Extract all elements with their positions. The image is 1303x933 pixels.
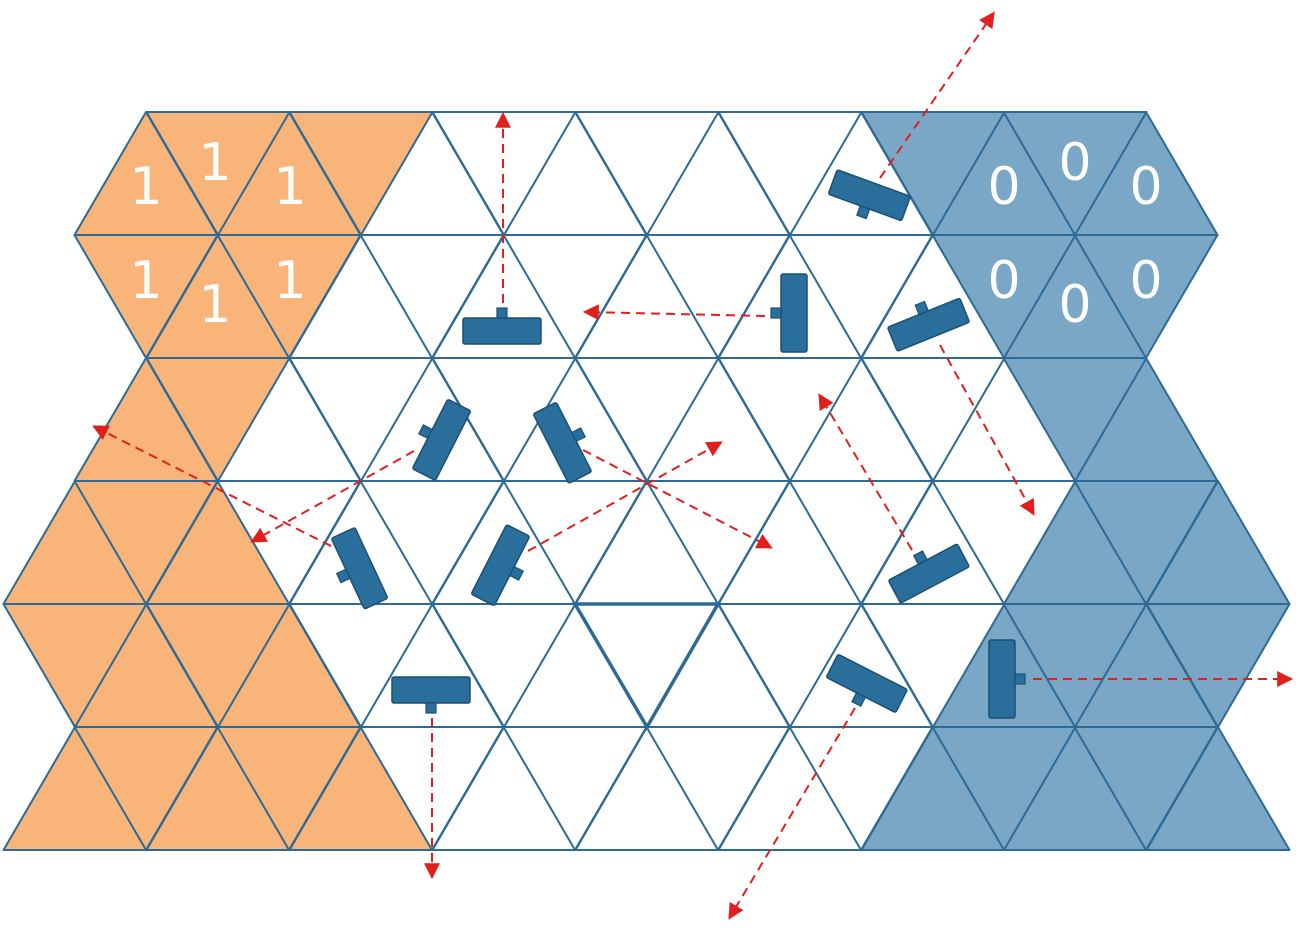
orange-digit-2: 1 xyxy=(198,133,231,193)
robot-sensor-nub xyxy=(335,568,351,584)
grid-triangle-92 xyxy=(645,726,791,851)
grid-triangle-24 xyxy=(359,234,505,359)
robot-sensor-icon-9 xyxy=(888,543,970,604)
grid-triangle-73 xyxy=(431,603,577,728)
grid-triangle-93 xyxy=(788,726,934,851)
sensor-beams xyxy=(92,11,1294,920)
highlighted-triangle xyxy=(571,602,722,731)
grid-triangle-61 xyxy=(1073,480,1219,605)
robot-sensor-nub xyxy=(508,565,525,581)
robot-sensor-icon-3 xyxy=(828,169,911,221)
grid-triangle-77 xyxy=(1002,603,1148,728)
sensor-beam-8 xyxy=(582,449,773,549)
orange-digit-4: 1 xyxy=(129,251,162,311)
robot-sensor-nub xyxy=(914,300,930,316)
robot-sensor-icon-7 xyxy=(331,527,388,610)
grid-triangle-72 xyxy=(288,603,434,728)
orange-digit-3: 1 xyxy=(273,157,306,217)
robot-sensor-icon-6 xyxy=(533,402,592,484)
robot-sensor-nub xyxy=(570,427,587,443)
blue-digit-4: 0 xyxy=(987,251,1020,311)
grid-triangle-39 xyxy=(288,357,434,482)
sensor-beam-5 xyxy=(250,450,415,543)
grid-triangle-14 xyxy=(1002,111,1148,236)
grid-triangle-22 xyxy=(73,234,219,359)
sensor-beam-3 xyxy=(879,11,995,179)
orange-digit-5: 1 xyxy=(198,275,231,335)
grid-triangle-43 xyxy=(860,357,1006,482)
grid-triangle-78 xyxy=(1145,603,1291,728)
grid-triangle-27 xyxy=(788,234,934,359)
grid-triangle-9 xyxy=(288,111,434,236)
robot-body xyxy=(988,639,1016,719)
robot-sensors xyxy=(331,169,1026,719)
grid-triangle-38 xyxy=(145,357,291,482)
robot-sensor-nub xyxy=(856,204,871,220)
grid-triangle-12 xyxy=(717,111,863,236)
grid-triangle-71 xyxy=(145,603,291,728)
grid-triangle-56 xyxy=(359,480,505,605)
region-fills xyxy=(2,111,1291,851)
grid-triangle-91 xyxy=(502,726,648,851)
grid-triangle-41 xyxy=(574,357,720,482)
robot-body xyxy=(780,273,808,353)
grid-triangle-89 xyxy=(216,726,362,851)
grid-triangle-28 xyxy=(931,234,1077,359)
robot-sensor-nub xyxy=(425,702,437,714)
blue-digit-5: 0 xyxy=(1058,275,1091,335)
grid-triangle-26 xyxy=(645,234,791,359)
orange-digit-1: 1 xyxy=(129,157,162,217)
robot-sensor-icon-10 xyxy=(391,676,471,714)
grid-triangle-76 xyxy=(860,603,1006,728)
grid-triangle-11 xyxy=(574,111,720,236)
region-digit-labels: 1 1 1 1 1 1 0 0 0 0 0 0 xyxy=(129,133,1162,335)
grid-triangle-23 xyxy=(216,234,362,359)
robot-sensor-icon-8 xyxy=(471,524,530,606)
robot-sensor-nub xyxy=(851,691,867,708)
robot-body xyxy=(391,676,471,704)
grid-triangle-94 xyxy=(931,726,1077,851)
grid-triangle-58 xyxy=(645,480,791,605)
robot-sensor-nub xyxy=(912,550,929,566)
blue-digit-1: 0 xyxy=(987,157,1020,217)
blue-digit-2: 0 xyxy=(1058,133,1091,193)
grid-triangle-70 xyxy=(2,603,148,728)
sensor-beam-11 xyxy=(728,707,856,920)
sensor-beam-4 xyxy=(939,344,1035,516)
triangle-grid-lines xyxy=(571,602,722,731)
grid-triangle-95 xyxy=(1073,726,1219,851)
blue-digit-3: 0 xyxy=(1129,157,1162,217)
grid-triangle-75 xyxy=(717,603,863,728)
grid-triangle-60 xyxy=(931,480,1077,605)
robot-sensor-icon-12 xyxy=(988,639,1026,719)
grid-triangle-88 xyxy=(73,726,219,851)
robot-sensor-icon-2 xyxy=(770,273,808,353)
grid-triangle-8 xyxy=(145,111,291,236)
robot-sensor-icon-1 xyxy=(462,307,542,345)
robot-sensor-icon-4 xyxy=(887,297,970,352)
blue-digit-6: 0 xyxy=(1129,251,1162,311)
grid-triangle-54 xyxy=(73,480,219,605)
robot-sensor-nub xyxy=(770,307,782,319)
grid-triangle-29 xyxy=(1073,234,1219,359)
orange-digit-6: 1 xyxy=(273,251,306,311)
grid-triangle-42 xyxy=(717,357,863,482)
robot-body xyxy=(462,317,542,345)
robot-sensor-icon-11 xyxy=(826,654,908,713)
robot-sensor-nub xyxy=(496,307,508,319)
grid-triangle-59 xyxy=(788,480,934,605)
grid-triangle-13 xyxy=(860,111,1006,236)
robot-sensor-nub xyxy=(1014,673,1026,685)
sensor-beam-7 xyxy=(527,441,723,552)
robot-sensor-nub xyxy=(417,424,434,440)
grid-triangle-25 xyxy=(502,234,648,359)
grid-triangle-44 xyxy=(1002,357,1148,482)
robot-sensor-icon-5 xyxy=(412,399,471,481)
